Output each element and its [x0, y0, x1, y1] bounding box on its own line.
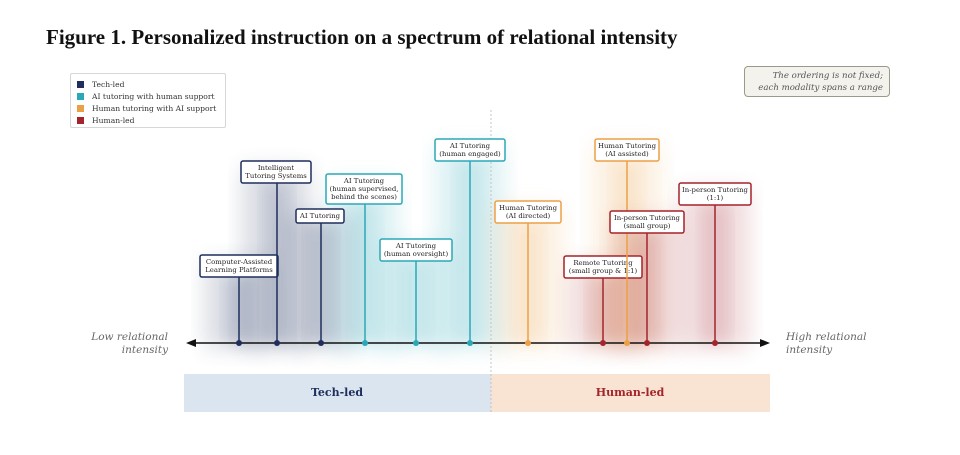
band-label-tech-led: Tech-led — [311, 386, 363, 399]
modality-label-box — [434, 138, 506, 162]
legend-item-human-tutoring: Human tutoring with AI support — [77, 102, 225, 114]
modality-dot — [600, 340, 606, 346]
note-line: The ordering is not fixed; — [772, 71, 883, 81]
modality-label-line: Learning Platforms — [205, 266, 273, 274]
modality-dot — [624, 340, 630, 346]
modality-dot — [318, 340, 324, 346]
modality-label-line: (human supervised, — [330, 185, 399, 193]
legend-swatch — [77, 104, 84, 112]
modality-label-line: AI Tutoring — [343, 177, 385, 185]
axis-arrow-left — [186, 339, 196, 347]
modality-dot — [236, 340, 242, 346]
axis-label-low-1: Low relational — [90, 331, 168, 343]
modality-label-box — [563, 255, 643, 279]
modality-label-box — [240, 160, 312, 184]
modality-dot — [644, 340, 650, 346]
modality-label-line: behind the scenes) — [331, 193, 397, 201]
modality-label-line: AI Tutoring — [449, 142, 491, 150]
modality-label-box — [494, 200, 562, 224]
modality-label-line: Human Tutoring — [598, 142, 657, 150]
modality-dot — [413, 340, 419, 346]
modality-dot — [362, 340, 368, 346]
legend-label: Human-led — [92, 115, 135, 125]
modality-label-line: (human oversight) — [384, 250, 449, 258]
modality-label-line: (human engaged) — [439, 150, 501, 158]
modality-label-line: Intelligent — [258, 164, 295, 172]
legend-item-human-led: Human-led — [77, 114, 225, 126]
modality-label-line: Remote Tutoring — [573, 259, 633, 267]
modality-label-line: (1:1) — [707, 194, 724, 202]
modality-label-line: (small group & 1:1) — [569, 267, 638, 275]
modality-label-box — [295, 208, 345, 224]
band-label-human-led: Human-led — [596, 386, 665, 399]
modality-label-line: In-person Tutoring — [682, 186, 748, 194]
modality-dot — [525, 340, 531, 346]
legend-swatch — [77, 92, 84, 100]
modality-dot — [467, 340, 473, 346]
ordering-note: The ordering is not fixed; each modality… — [744, 66, 890, 97]
modality-label-line: AI Tutoring — [299, 212, 341, 220]
modality-label-line: Computer-Assisted — [206, 258, 273, 266]
modality-label-box — [325, 173, 403, 205]
modality-label-box — [199, 254, 279, 278]
modality-label-line: (small group) — [624, 222, 671, 230]
figure-title: Figure 1. Personalized instruction on a … — [46, 25, 678, 49]
legend-label: Human tutoring with AI support — [92, 103, 217, 113]
band-tech-led — [184, 374, 491, 412]
legend-item-ai-tutoring: AI tutoring with human support — [77, 90, 225, 102]
modality-label-line: Tutoring Systems — [245, 172, 307, 180]
modality-label-line: AI Tutoring — [395, 242, 437, 250]
modality-label-box — [594, 138, 660, 162]
modality-label-line: Human Tutoring — [499, 204, 558, 212]
axis-arrow-right — [760, 339, 770, 347]
modality-label-box — [678, 182, 752, 206]
modality-label-box — [379, 238, 453, 262]
legend-item-tech-led: Tech-led — [77, 78, 225, 90]
note-line: each modality spans a range — [758, 83, 883, 93]
axis-label-low-2: intensity — [122, 344, 169, 356]
modality-dot — [274, 340, 280, 346]
legend-label: Tech-led — [92, 79, 125, 89]
modality-label-line: (AI assisted) — [605, 150, 649, 158]
legend-swatch — [77, 116, 84, 124]
axis-label-high-2: intensity — [786, 344, 833, 356]
axis-label-high-1: High relational — [785, 331, 866, 343]
legend: Tech-led AI tutoring with human support … — [70, 73, 226, 128]
modality-label-box — [609, 210, 685, 234]
modality-label-line: (AI directed) — [506, 212, 551, 220]
legend-swatch — [77, 80, 84, 88]
band-human-led — [491, 374, 770, 412]
legend-label: AI tutoring with human support — [92, 91, 215, 101]
modality-label-line: In-person Tutoring — [614, 214, 680, 222]
modality-dot — [712, 340, 718, 346]
